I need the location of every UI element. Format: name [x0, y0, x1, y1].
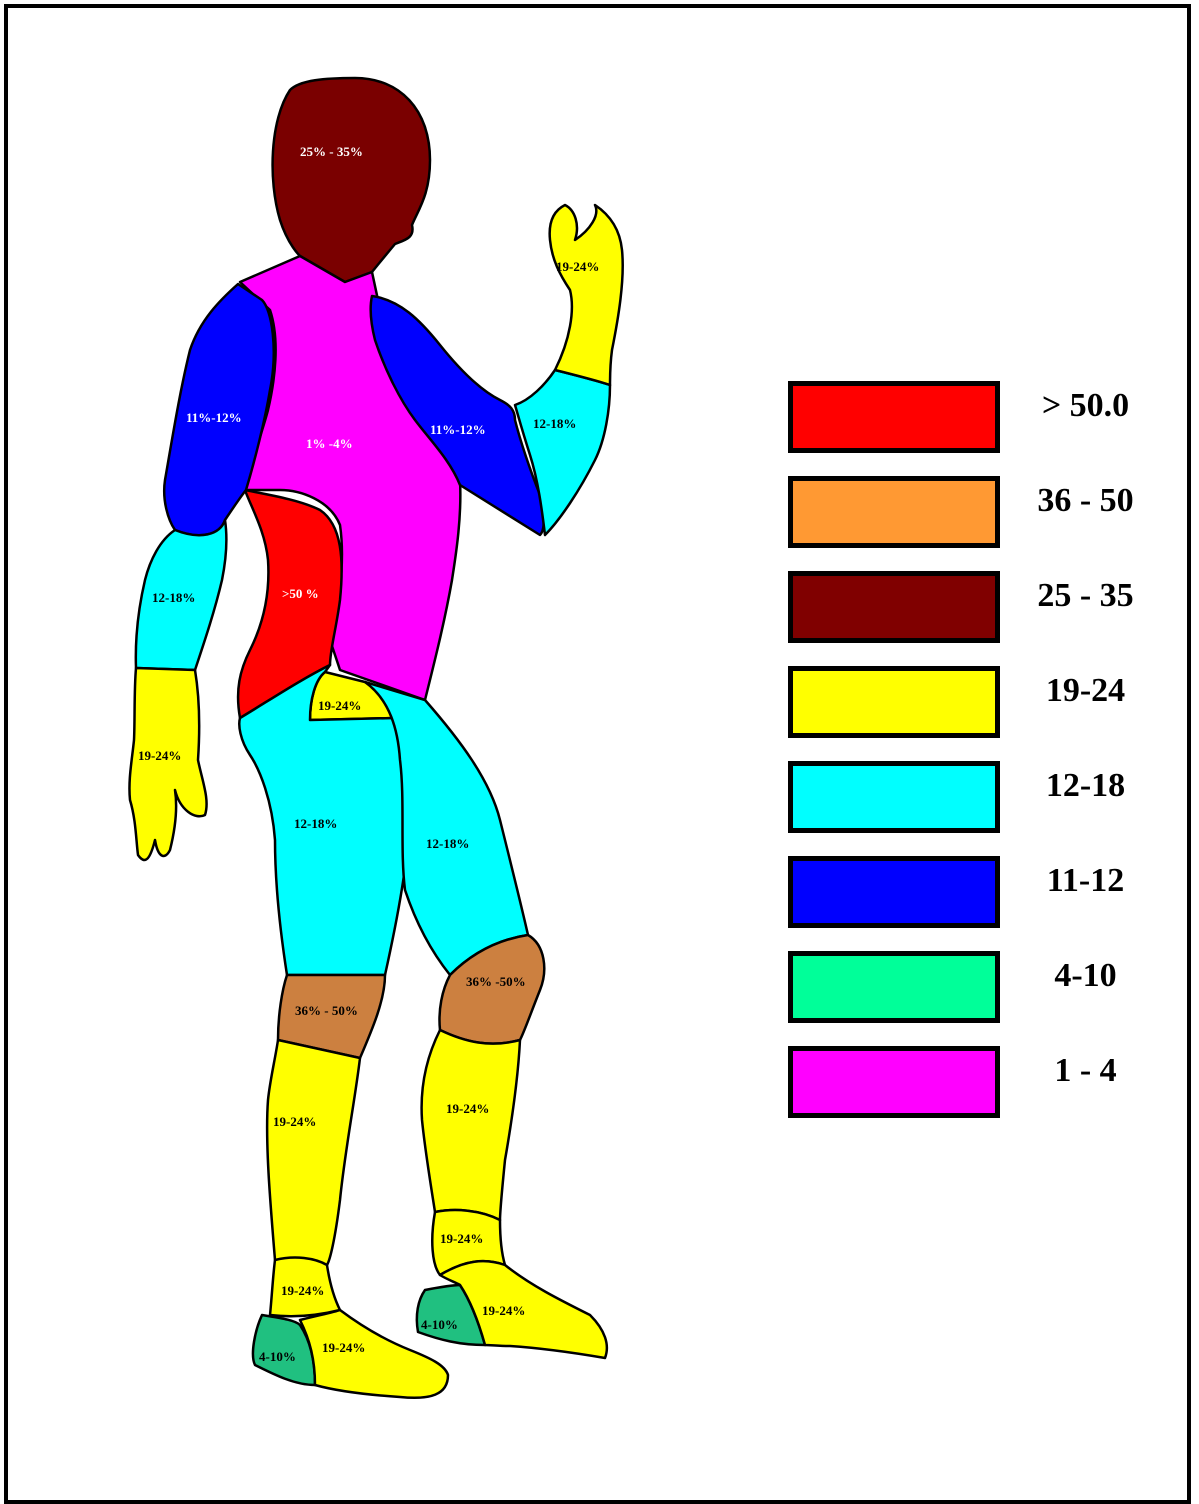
left-shin-label: 19-24% [273, 1114, 316, 1129]
lower-back-label: >50 % [282, 586, 319, 601]
right-forearm-label: 12-18% [533, 416, 576, 431]
legend-label: 1 - 4 [1018, 1046, 1153, 1118]
legend-swatch [788, 666, 1000, 738]
legend-swatch [788, 381, 1000, 453]
torso-label: 1% -4% [306, 436, 353, 451]
legend-swatch [788, 951, 1000, 1023]
right-hand-label: 19-24% [556, 259, 599, 274]
legend-item-36-50: 36 - 50 [788, 476, 1188, 550]
right-hand-region [550, 205, 623, 385]
right-shin-region [422, 1030, 520, 1220]
legend-swatch [788, 571, 1000, 643]
right-shin-label: 19-24% [446, 1101, 489, 1116]
legend-label: 11-12 [1018, 856, 1153, 928]
legend-swatch [788, 476, 1000, 548]
buttock-label: 19-24% [318, 698, 361, 713]
legend-label: 4-10 [1018, 951, 1153, 1023]
legend-item-11-12: 11-12 [788, 856, 1188, 930]
right-ankle-label: 19-24% [440, 1231, 483, 1246]
legend-item-12-18: 12-18 [788, 761, 1188, 835]
left-shin-region [267, 1040, 360, 1265]
left-heel-label: 4-10% [259, 1349, 296, 1364]
legend-swatch [788, 761, 1000, 833]
legend-label: 19-24 [1018, 666, 1153, 738]
legend-label: 12-18 [1018, 761, 1153, 833]
head-region [273, 78, 430, 282]
right-upper-arm-label: 11%-12% [430, 422, 486, 437]
legend-item-25-35: 25 - 35 [788, 571, 1188, 645]
left-ankle-label: 19-24% [281, 1283, 324, 1298]
legend-item-19-24: 19-24 [788, 666, 1188, 740]
right-heel-label: 4-10% [421, 1317, 458, 1332]
legend-swatch [788, 856, 1000, 928]
legend-label: > 50.0 [1018, 381, 1153, 453]
right-thigh-label: 12-18% [426, 836, 469, 851]
left-upper-arm-label: 11%-12% [186, 410, 242, 425]
left-forearm-label: 12-18% [152, 590, 195, 605]
legend-item-1-4: 1 - 4 [788, 1046, 1188, 1120]
left-foot-label: 19-24% [322, 1340, 365, 1355]
legend-label: 36 - 50 [1018, 476, 1153, 548]
left-hand-label: 19-24% [138, 748, 181, 763]
head-label: 25% - 35% [300, 144, 363, 159]
legend-item-4-10: 4-10 [788, 951, 1188, 1025]
left-thigh-label: 12-18% [294, 816, 337, 831]
left-hand-region [129, 668, 206, 860]
legend-label: 25 - 35 [1018, 571, 1153, 643]
legend-item-gt50: > 50.0 [788, 381, 1188, 455]
legend-swatch [788, 1046, 1000, 1118]
left-knee-label: 36% - 50% [295, 1003, 358, 1018]
right-knee-label: 36% -50% [466, 974, 526, 989]
right-foot-label: 19-24% [482, 1303, 525, 1318]
